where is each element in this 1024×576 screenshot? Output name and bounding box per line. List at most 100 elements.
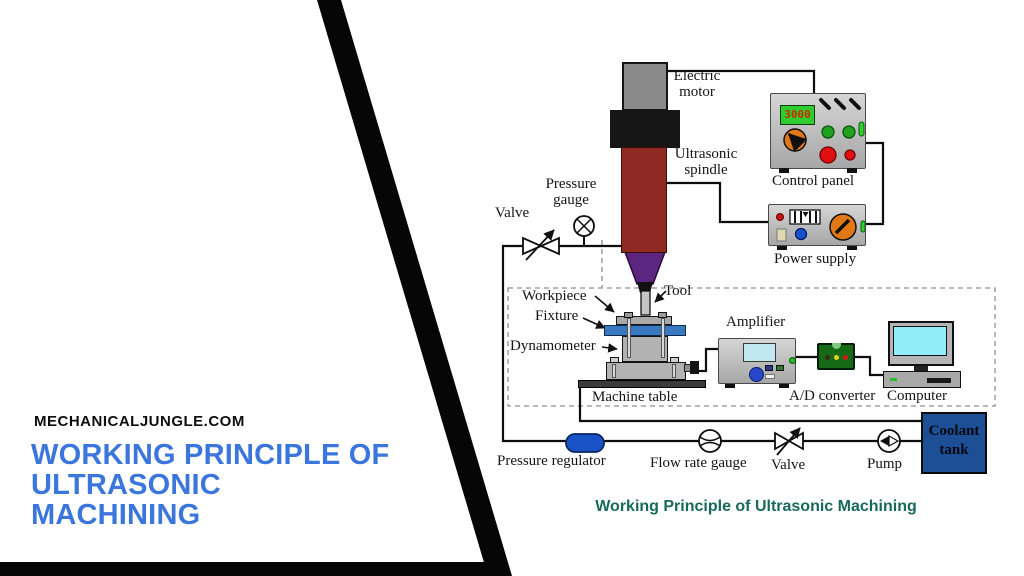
- coolant-tank-label-2: tank: [939, 442, 969, 458]
- pressure-gauge-cross: [576, 218, 592, 234]
- fixture-plate: [604, 325, 686, 336]
- machine-boundary-dashed: [507, 287, 996, 407]
- fixture-label: Fixture: [535, 308, 579, 324]
- toggle-switch-icon: [819, 98, 831, 110]
- power-supply-box: [768, 204, 866, 250]
- valve-bottom-label: Valve: [771, 457, 806, 473]
- pump-arrow-left: [880, 436, 889, 446]
- control-panel-details: [783, 98, 865, 164]
- tool-arrow: [654, 290, 667, 303]
- amplifier-label: Amplifier: [726, 314, 786, 330]
- control-to-power-wire: [866, 141, 885, 226]
- base-bolt-head: [610, 357, 619, 363]
- ultrasonic-horn: [623, 251, 667, 285]
- ultrasonic-spindle-label: Ultrasonic spindle: [666, 146, 746, 178]
- green-led-icon: [890, 378, 897, 381]
- valve-top-arrow: [525, 229, 555, 261]
- power-switch-icon: [776, 228, 787, 242]
- panel-foot: [777, 246, 787, 250]
- valve-top-icon: [538, 236, 560, 256]
- power-supply-label: Power supply: [774, 251, 857, 267]
- dynamometer-to-amplifier-wire: [695, 347, 718, 373]
- computer-monitor: [888, 321, 954, 366]
- amplifier-button: [765, 365, 773, 371]
- pressure-gauge-line1: Pressure: [545, 176, 597, 192]
- power-to-spindle-wire: [667, 181, 768, 224]
- control-panel-label: Control panel: [772, 173, 855, 189]
- panel-foot: [779, 168, 789, 173]
- pressure-gauge-line2: gauge: [553, 192, 589, 208]
- coolant-return-pipe: [578, 387, 921, 423]
- meter-icon: [789, 209, 821, 225]
- machine-table-label: Machine table: [592, 389, 678, 405]
- page-title-line2: ULTRASONIC: [31, 469, 221, 501]
- machine-table-bar: [578, 380, 706, 388]
- pressure-regulator-label: Pressure regulator: [497, 453, 606, 469]
- motor-to-control-wire: [668, 69, 816, 93]
- green-led-icon: [789, 357, 796, 364]
- computer-label: Computer: [887, 388, 947, 404]
- meter-pointer: [802, 212, 809, 217]
- adc-dot-dark: [825, 355, 830, 360]
- panel-foot: [847, 246, 857, 250]
- valve-bottom-arrow: [776, 427, 801, 456]
- ultrasonic-spindle-body: [621, 147, 667, 253]
- green-button-icon: [842, 125, 856, 139]
- panel-foot: [725, 384, 735, 388]
- green-led-icon: [860, 220, 865, 233]
- panel-foot: [779, 384, 789, 388]
- red-led-icon: [776, 213, 784, 221]
- knob-needle: [787, 132, 808, 153]
- workpiece-arrow: [594, 295, 615, 313]
- power-supply-details: [776, 209, 865, 242]
- disk-slot: [927, 378, 951, 383]
- toggle-switch-icon: [849, 98, 861, 110]
- clamp-bolt: [661, 318, 665, 358]
- site-name: MECHANICALJUNGLE.COM: [34, 413, 245, 430]
- red-button-icon: [819, 146, 837, 164]
- horn-collar: [637, 282, 653, 293]
- spindle-line2: spindle: [684, 162, 728, 178]
- diagram-caption: Working Principle of Ultrasonic Machinin…: [595, 498, 917, 515]
- valve-bottom-icon: [787, 431, 804, 451]
- base-bolt-head: [670, 357, 679, 363]
- page-title: WORKING PRINCIPLE OF ULTRASONIC MACHININ…: [31, 440, 389, 530]
- electric-motor-line1: Electric: [673, 68, 721, 84]
- page-title-line3: MACHINING: [31, 499, 201, 531]
- coolant-tank-label-1: Coolant: [928, 423, 980, 439]
- amplifier-knob-icon: [749, 367, 764, 382]
- spindle-line1: Ultrasonic: [674, 146, 738, 162]
- control-panel-display: 3000: [780, 105, 815, 125]
- blue-button-icon: [794, 227, 808, 241]
- valve-top-label: Valve: [495, 205, 530, 221]
- bolt-head: [658, 312, 667, 318]
- red-button-icon: [844, 149, 856, 161]
- amplifier-screen: [743, 343, 776, 362]
- workpiece-label: Workpiece: [522, 288, 587, 304]
- diagonal-divider: [317, 0, 512, 576]
- base-bolt: [672, 364, 676, 378]
- flow-gauge-arc: [699, 441, 721, 447]
- adc-notch: [832, 343, 841, 349]
- adc-to-computer-wire: [855, 355, 884, 377]
- pump-label: Pump: [867, 456, 903, 472]
- coolant-tank-box: Coolant tank: [921, 412, 987, 474]
- sensor-connector-plug: [690, 361, 699, 374]
- workpiece-plate: [616, 316, 672, 325]
- toggle-switch-icon: [834, 98, 846, 110]
- amplifier-button: [765, 374, 775, 379]
- page-title-line1: WORKING PRINCIPLE OF: [31, 439, 390, 471]
- pump-arrow-right: [888, 434, 900, 448]
- tool-bit: [640, 290, 651, 316]
- green-led-icon: [858, 121, 865, 137]
- ad-converter-box: [817, 343, 855, 370]
- computer-screen: [893, 326, 947, 356]
- panel-foot: [847, 168, 857, 173]
- clamp-bolt: [627, 318, 631, 358]
- ad-converter-label: A/D converter: [789, 388, 876, 404]
- pressure-regulator-icon: [565, 433, 605, 453]
- electric-motor-line2: motor: [679, 84, 715, 100]
- amplifier-box: [718, 338, 796, 388]
